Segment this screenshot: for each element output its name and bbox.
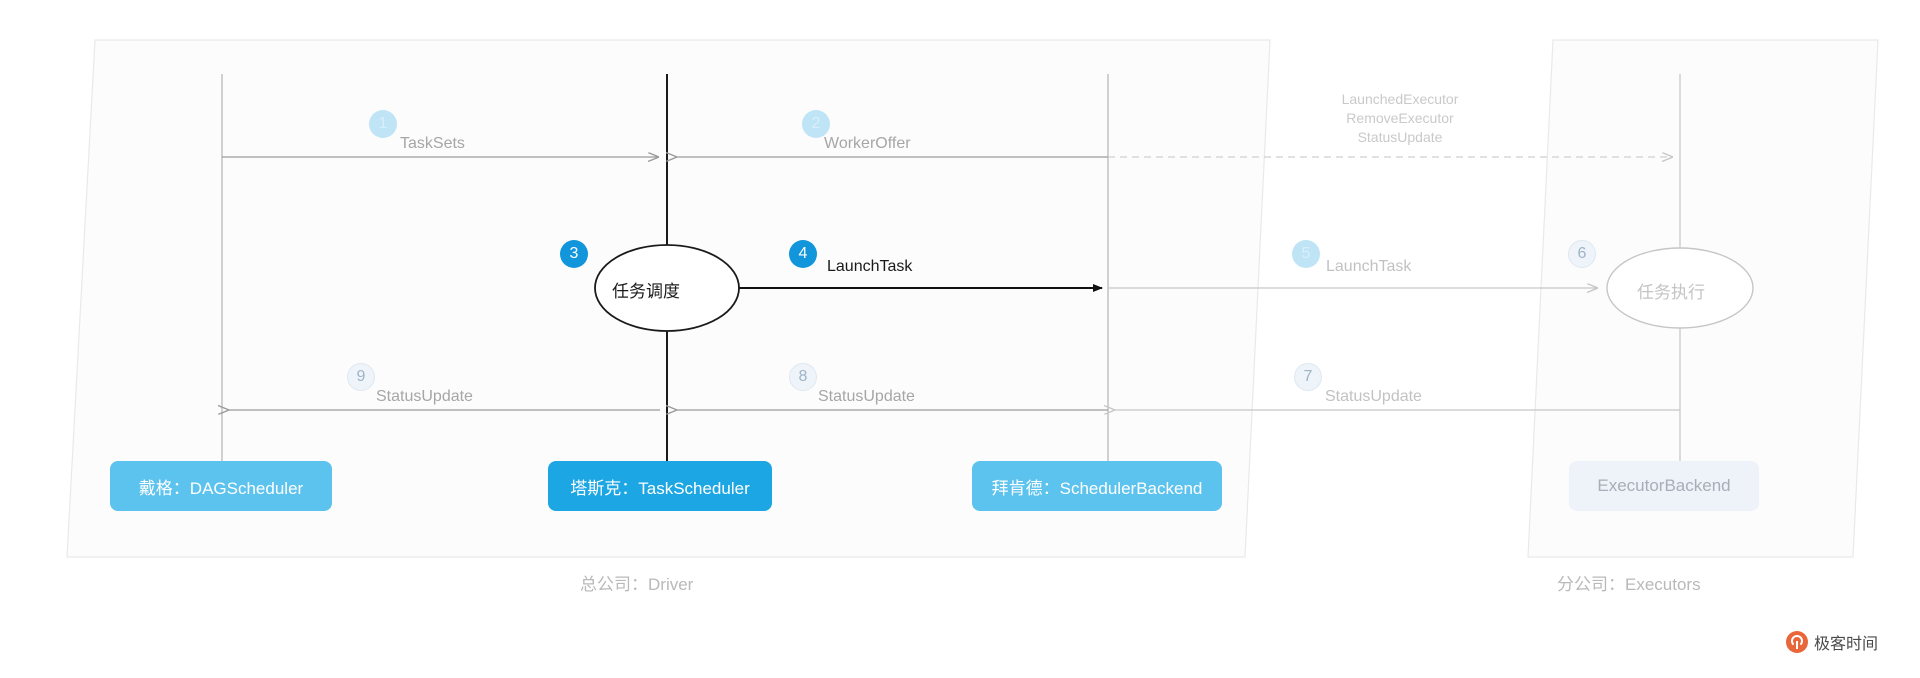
badge-3: 3 xyxy=(560,240,588,268)
badge-4: 4 xyxy=(789,240,817,268)
badge-6: 6 xyxy=(1568,240,1596,268)
label-task-execution: 任务执行 xyxy=(1637,283,1705,302)
caption-driver: 总公司：Driver xyxy=(580,575,694,594)
geektime-logo-icon xyxy=(1786,631,1808,653)
badge-9: 9 xyxy=(347,363,375,391)
label-statusupdate-remote: StatusUpdate xyxy=(1325,388,1422,405)
badge-2: 2 xyxy=(802,110,830,138)
actor-taskscheduler[interactable]: 塔斯克：TaskScheduler xyxy=(548,461,772,511)
label-statusupdate-backend: StatusUpdate xyxy=(818,388,915,405)
label-workeroffer: WorkerOffer xyxy=(824,135,911,152)
caption-executors: 分公司：Executors xyxy=(1557,575,1701,594)
actor-dagscheduler[interactable]: 戴格：DAGScheduler xyxy=(110,461,332,511)
badge-5: 5 xyxy=(1292,240,1320,268)
badge-8: 8 xyxy=(789,363,817,391)
watermark: 极客时间 xyxy=(1786,630,1878,654)
rpc-message-stack: LaunchedExecutor RemoveExecutor StatusUp… xyxy=(1310,90,1490,147)
label-launchtask-remote: LaunchTask xyxy=(1326,258,1412,275)
rpc-line-2: RemoveExecutor xyxy=(1346,110,1454,126)
actor-schedulerbackend[interactable]: 拜肯德：SchedulerBackend xyxy=(972,461,1222,511)
badge-7: 7 xyxy=(1294,363,1322,391)
watermark-text: 极客时间 xyxy=(1814,636,1879,653)
badge-1: 1 xyxy=(369,110,397,138)
label-tasksets: TaskSets xyxy=(400,135,465,152)
label-task-scheduling: 任务调度 xyxy=(612,282,680,301)
label-launchtask-local: LaunchTask xyxy=(827,258,913,275)
rpc-line-1: LaunchedExecutor xyxy=(1341,91,1459,107)
rpc-line-3: StatusUpdate xyxy=(1357,129,1443,145)
actor-executorbackend[interactable]: ExecutorBackend xyxy=(1569,461,1759,511)
label-statusupdate-dag: StatusUpdate xyxy=(376,388,473,405)
